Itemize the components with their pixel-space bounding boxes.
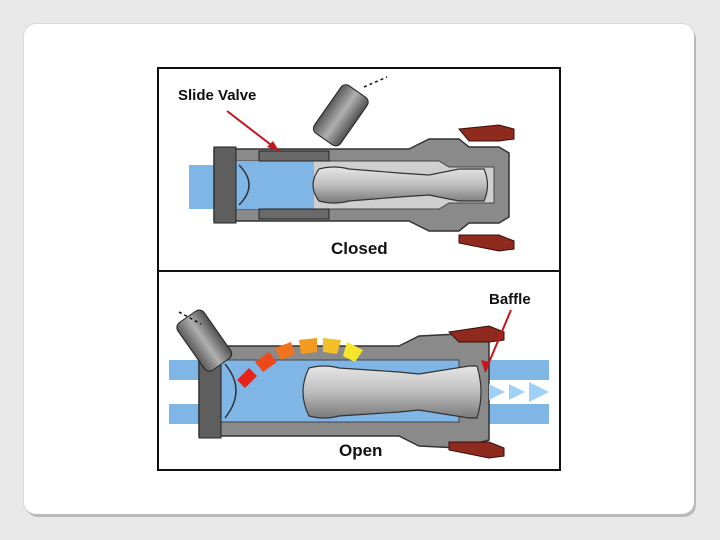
open-nozzle-illustration [169, 309, 549, 459]
coupling-nut [213, 146, 237, 224]
valve-handle-open [176, 309, 233, 372]
outlet-grip-bottom [458, 234, 515, 252]
flow-arrow-3 [529, 382, 549, 402]
baffle-tip-open [302, 365, 482, 419]
outlet-grip-bottom-open [448, 441, 505, 459]
outlet-grip-top [458, 124, 515, 142]
closed-state-label: Closed [331, 239, 388, 258]
baffle-tip [312, 166, 489, 204]
nozzle-diagram: Slide Valve Closed [157, 67, 561, 471]
flow-arrow-2 [509, 384, 525, 400]
baffle-label: Baffle [489, 291, 531, 308]
open-state-label: Open [339, 441, 383, 460]
flow-arrow-1 [489, 384, 505, 400]
slide-valve-lower [258, 208, 330, 220]
baffle-pointer-head [481, 360, 490, 372]
baffle-pointer [484, 309, 512, 373]
slide-valve-label: Slide Valve [178, 87, 257, 104]
panel-divider [159, 270, 559, 272]
valve-handle [312, 84, 369, 147]
chamber-water [234, 161, 314, 209]
inlet-screen [238, 164, 250, 206]
rotation-arc [237, 338, 363, 388]
slide-valve-upper [258, 150, 330, 162]
outlet-grip-top-open [447, 325, 505, 343]
slide-valve-pointer-head [267, 141, 279, 151]
closed-nozzle-illustration [189, 76, 515, 252]
inlet-screen-open [224, 363, 237, 419]
